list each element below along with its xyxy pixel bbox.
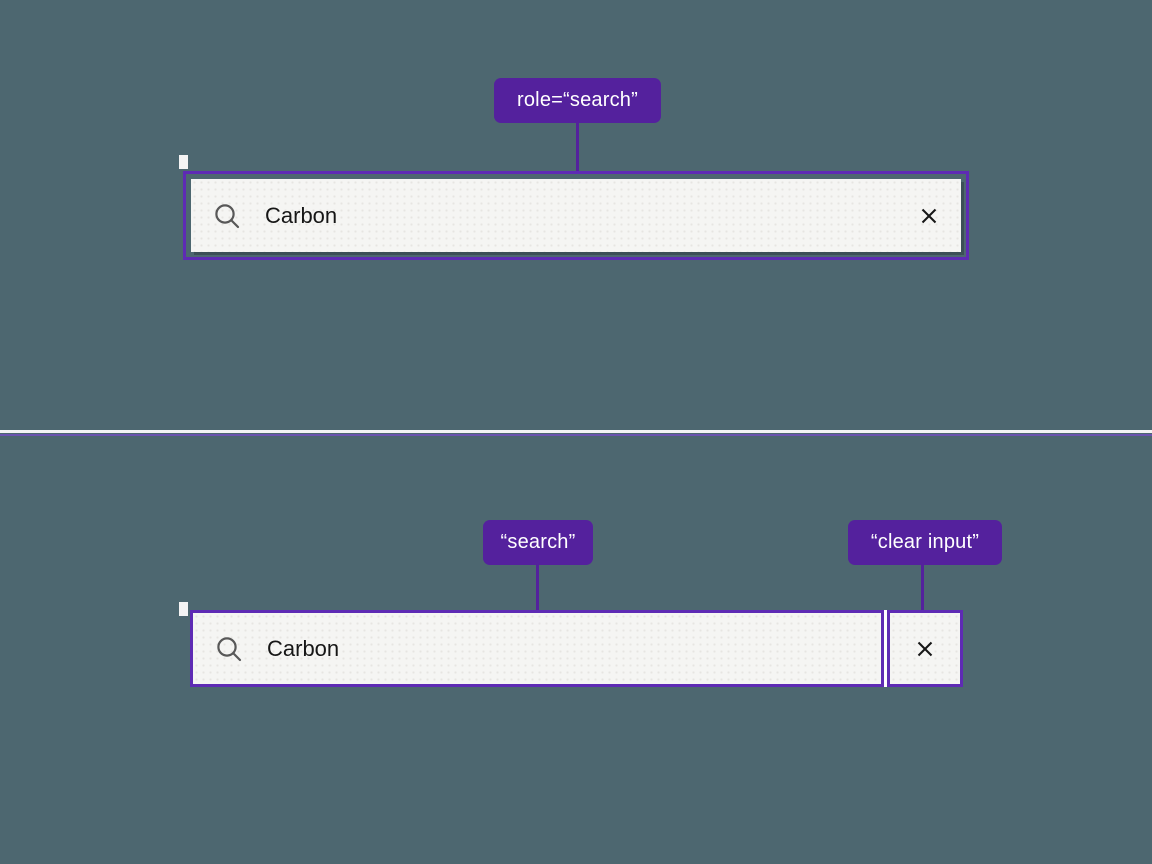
clear-button-area xyxy=(890,613,960,684)
search-input[interactable] xyxy=(267,635,881,662)
search-icon xyxy=(215,635,243,663)
annotation-role-search-label: role=“search” xyxy=(517,89,638,111)
section-divider xyxy=(0,430,1152,433)
outline-gap xyxy=(884,610,887,687)
close-icon xyxy=(917,204,941,228)
clear-search-button[interactable] xyxy=(890,613,960,684)
annotation-search-label: “search” xyxy=(500,531,576,553)
clear-button-outline xyxy=(887,610,963,687)
search-icon xyxy=(213,202,241,230)
annotation-connector-search xyxy=(536,565,539,612)
selection-handle xyxy=(179,155,188,169)
annotation-connector-clear-input xyxy=(921,565,924,612)
annotation-connector-role-search xyxy=(576,123,579,172)
selection-handle xyxy=(179,602,188,616)
annotation-search-badge: “search” xyxy=(483,520,593,565)
search-bar xyxy=(193,613,881,684)
search-region-outline xyxy=(183,171,969,260)
close-icon xyxy=(913,637,937,661)
section-divider-accent xyxy=(0,434,1152,436)
clear-search-button[interactable] xyxy=(905,192,953,240)
search-bar xyxy=(191,179,961,252)
annotation-clear-input-badge: “clear input” xyxy=(848,520,1002,565)
annotation-role-search-badge: role=“search” xyxy=(494,78,661,123)
annotation-clear-input-label: “clear input” xyxy=(870,531,980,553)
search-input-outline xyxy=(190,610,884,687)
search-input[interactable] xyxy=(265,202,905,229)
